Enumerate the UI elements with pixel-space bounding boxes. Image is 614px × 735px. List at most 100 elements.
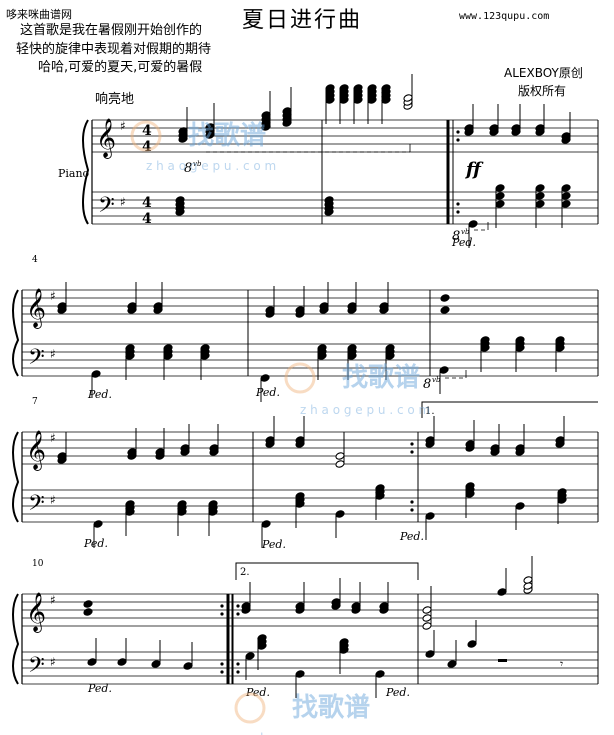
instrument-label: Piano [58, 167, 90, 180]
note-head [440, 306, 450, 314]
volta-number: 2. [240, 567, 250, 578]
watermark-brand: 找歌谱 [342, 362, 420, 393]
note-head [175, 196, 185, 204]
watermark-brand: 找歌谱 [188, 120, 266, 151]
pedal-mark: Ped. [87, 682, 112, 695]
repeat-dot [456, 130, 460, 134]
key-signature-sharp: ♯ [50, 593, 56, 607]
eighth-rest: 𝄾 [560, 657, 563, 671]
note-head [260, 374, 270, 382]
key-signature-sharp: ♯ [50, 289, 56, 303]
treble-clef: 𝄞 [96, 118, 116, 159]
time-signature-top: 4 [142, 123, 152, 139]
key-signature-sharp: ♯ [120, 119, 126, 133]
repeat-dot [456, 202, 460, 206]
note-head [495, 200, 505, 208]
watermark-logo [234, 692, 266, 724]
brace [82, 119, 90, 225]
description-line-1: 这首歌是我在暑假刚开始创作的 [20, 23, 203, 38]
treble-staff [22, 289, 598, 323]
repeat-dot [220, 670, 224, 674]
measure-number: 10 [32, 559, 44, 569]
note-head [324, 196, 334, 204]
description-line-2: 轻快的旋律中表现着对假期的期待 [16, 42, 212, 57]
pedal-mark: Ped. [385, 686, 410, 699]
note-head [93, 520, 103, 528]
volta-bracket-1 [421, 401, 598, 418]
note-head [91, 370, 101, 378]
treble-staff [22, 431, 598, 465]
brace [12, 289, 20, 377]
octave-suffix: vb [432, 376, 441, 384]
note-head [535, 192, 545, 200]
note-head [468, 220, 478, 228]
repeat-dot [456, 138, 460, 142]
repeat-dot [410, 508, 414, 512]
note-head [495, 192, 505, 200]
repeat-dot [220, 612, 224, 616]
repeat-dot [410, 500, 414, 504]
note-head [335, 460, 345, 468]
repeat-dot [236, 612, 240, 616]
note-head [535, 184, 545, 192]
time-signature-bottom: 4 [142, 139, 152, 155]
note-head [335, 452, 345, 460]
site-name: 哆来咪曲谱网 [6, 8, 72, 21]
note-head [561, 200, 571, 208]
pedal-mark: Ped. [245, 686, 270, 699]
repeat-dot [220, 604, 224, 608]
brace [12, 431, 20, 523]
pedal-mark: Ped. [261, 538, 286, 551]
octave-mark: 8 [423, 377, 431, 392]
key-signature-sharp: ♯ [50, 347, 56, 361]
note-head [83, 600, 93, 608]
note-head [495, 184, 505, 192]
pedal-mark: Ped. [451, 236, 476, 249]
key-signature-sharp: ♯ [50, 431, 56, 445]
watermark-domain: z h a o g e p u . c o m [300, 403, 430, 417]
note-head [425, 650, 435, 658]
octave-mark: 8 [452, 229, 460, 244]
half-rest [498, 659, 507, 662]
watermark-domain: z h a o g e p u . c o m [146, 159, 276, 173]
repeat-dot [236, 670, 240, 674]
note-head [295, 670, 305, 678]
note-head [151, 660, 161, 668]
bass-clef: 𝄢 [28, 345, 45, 375]
repeat-dot [236, 604, 240, 608]
measure-number: 7 [32, 397, 38, 407]
watermark-domain: z h a o g e p u . c o m [250, 731, 380, 735]
treble-clef: 𝄞 [26, 592, 46, 633]
bass-staff [92, 191, 598, 225]
bass-staff [22, 343, 598, 377]
note-head [335, 510, 345, 518]
repeat-dot [410, 450, 414, 454]
repeat-dot [456, 210, 460, 214]
treble-clef: 𝄞 [26, 288, 46, 329]
treble-staff [22, 593, 598, 627]
measure-number: 4 [32, 255, 38, 265]
note-head [535, 200, 545, 208]
dynamic-fortissimo: ff [464, 159, 484, 180]
note-head [261, 520, 271, 528]
note-head [87, 658, 97, 666]
note-head [117, 658, 127, 666]
key-signature-sharp: ♯ [50, 655, 56, 669]
pedal-mark: Ped. [255, 386, 280, 399]
pedal-mark: Ped. [87, 388, 112, 401]
note-head [467, 640, 477, 648]
bass-staff [22, 651, 598, 685]
octave-mark: 8 [184, 161, 192, 176]
volta-number: 1. [425, 406, 435, 417]
bass-clef: 𝄢 [98, 193, 115, 223]
bass-staff [22, 489, 598, 523]
note-head [245, 652, 255, 660]
note-head [561, 192, 571, 200]
note-head [422, 622, 432, 630]
author-credit: ALEXBOY原创 [504, 66, 583, 80]
note-head [497, 588, 507, 596]
note-head [439, 366, 449, 374]
note-head [447, 660, 457, 668]
watermark-logo [130, 120, 162, 152]
